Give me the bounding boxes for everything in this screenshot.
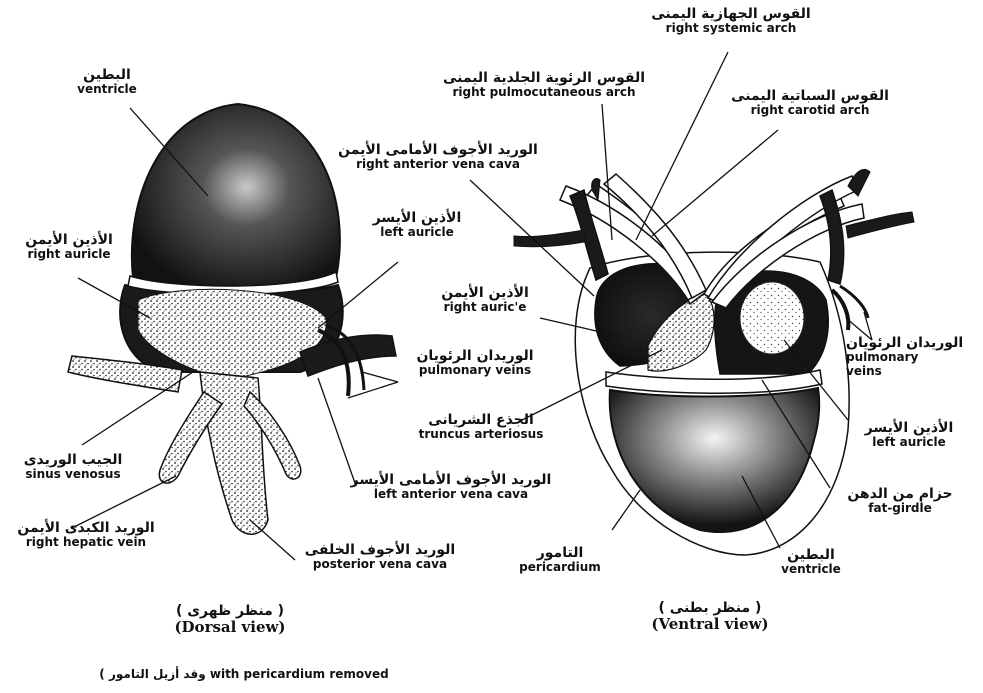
label-pericardium: التامور pericardium (500, 545, 620, 575)
label-pulmonary-veins-dorsal: الوريدان الرئويان pulmonary veins (400, 348, 550, 378)
label-ar: البطين (756, 547, 866, 563)
label-en: pulmonary veins (400, 364, 550, 378)
label-ar: الأذين الأيسر (844, 420, 974, 436)
label-ventricle-ventral: البطين ventricle (756, 547, 866, 577)
label-ar: الأذين الأيمن (420, 285, 550, 301)
label-right-pulmocutaneous-arch: القوس الرئوية الجلدية اليمنى right pulmo… (434, 70, 654, 100)
label-en: pulmonary (846, 351, 976, 365)
label-en: fat-girdle (830, 502, 970, 516)
label-truncus-arteriosus: الجذع الشريانى truncus arteriosus (406, 412, 556, 442)
label-ar: الأذين الأيمن (4, 232, 134, 248)
label-fat-girdle: حزام من الدهن fat-girdle (830, 486, 970, 516)
label-right-auricle-dorsal: الأذين الأيمن right auricle (4, 232, 134, 262)
label-en: left auricle (844, 436, 974, 450)
label-right-systemic-arch: القوس الجهازية اليمنى right systemic arc… (646, 6, 816, 36)
label-en: right hepatic vein (6, 536, 166, 550)
label-right-anterior-vena-cava: الوريد الأجوف الأمامى الأيمن right anter… (328, 142, 548, 172)
caption-en: (Dorsal view) (140, 619, 320, 636)
label-ar: حزام من الدهن (830, 486, 970, 502)
label-ar: الوريد الأجوف الأمامى الأيمن (328, 142, 548, 158)
caption-dorsal-note: ( وقد أزيل التامور with pericardium remo… (54, 664, 434, 682)
label-en: pericardium (500, 561, 620, 575)
label-ar: الوريدان الرئويان (846, 335, 976, 351)
caption-note: ( وقد أزيل التامور with pericardium remo… (99, 667, 388, 681)
ventral-ventricle-shape (610, 388, 820, 532)
label-en-line2: veins (846, 365, 976, 379)
label-ar: الأذين الأيسر (352, 210, 482, 226)
caption-dorsal-view: ( منظر ظهرى ) (Dorsal view) (140, 603, 320, 636)
dorsal-ventricle-shape (132, 104, 340, 289)
label-ar: القوس السباتية اليمنى (730, 88, 890, 104)
label-en: right carotid arch (730, 104, 890, 118)
label-en: right auricle (4, 248, 134, 262)
label-sinus-venosus: الجيب الوريدى sinus venosus (8, 452, 138, 482)
label-ventricle-dorsal: البطين ventricle (52, 67, 162, 97)
caption-ventral-view: ( منظر بطنى ) (Ventral view) (620, 600, 800, 633)
label-ar: الجيب الوريدى (8, 452, 138, 468)
label-ar: البطين (52, 67, 162, 83)
label-en: left anterior vena cava (346, 488, 556, 502)
label-en: ventricle (756, 563, 866, 577)
label-left-auricle-ventral: الأذين الأيسر left auricle (844, 420, 974, 450)
label-ar: الوريد الأجوف الأمامى الأيسر (346, 472, 556, 488)
label-en: left auricle (352, 226, 482, 240)
caption-ar: ( منظر ظهرى ) (140, 603, 320, 619)
label-en: posterior vena cava (290, 558, 470, 572)
label-ar: الوريد الكبدى الأيمن (6, 520, 166, 536)
label-en: right anterior vena cava (328, 158, 548, 172)
label-ar: الجذع الشريانى (406, 412, 556, 428)
label-posterior-vena-cava: الوريد الأجوف الخلفى posterior vena cava (290, 542, 470, 572)
label-left-anterior-vena-cava: الوريد الأجوف الأمامى الأيسر left anteri… (346, 472, 556, 502)
label-en: truncus arteriosus (406, 428, 556, 442)
label-right-auricle-ventral: الأذين الأيمن right auric'e (420, 285, 550, 315)
label-ar: التامور (500, 545, 620, 561)
caption-ar: ( منظر بطنى ) (620, 600, 800, 616)
label-right-carotid-arch: القوس السباتية اليمنى right carotid arch (730, 88, 890, 118)
label-en: ventricle (52, 83, 162, 97)
label-pulmonary-veins-ventral: الوريدان الرئويان pulmonary veins (846, 335, 976, 379)
label-en: right auric'e (420, 301, 550, 315)
label-ar: الوريدان الرئويان (400, 348, 550, 364)
label-ar: القوس الرئوية الجلدية اليمنى (434, 70, 654, 86)
label-en: sinus venosus (8, 468, 138, 482)
label-left-auricle-dorsal: الأذين الأيسر left auricle (352, 210, 482, 240)
caption-en: (Ventral view) (620, 616, 800, 633)
label-en: right pulmocutaneous arch (434, 86, 654, 100)
label-right-hepatic-vein: الوريد الكبدى الأيمن right hepatic vein (6, 520, 166, 550)
label-en: right systemic arch (646, 22, 816, 36)
label-ar: القوس الجهازية اليمنى (646, 6, 816, 22)
label-ar: الوريد الأجوف الخلفى (290, 542, 470, 558)
